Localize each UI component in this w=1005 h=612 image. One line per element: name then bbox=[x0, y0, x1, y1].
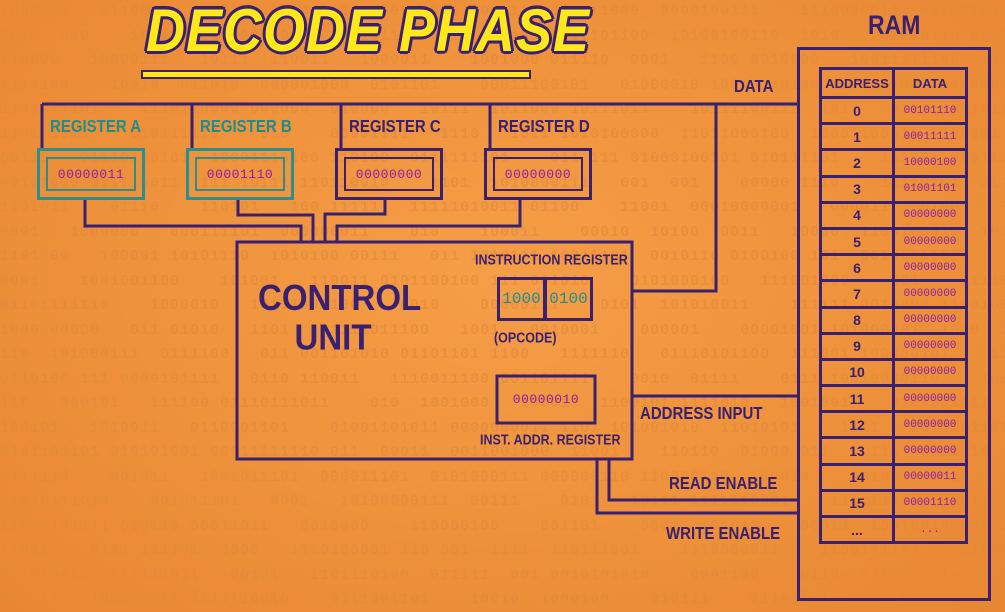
operand-cell: 0100 bbox=[544, 277, 593, 321]
instruction-register-label: INSTRUCTION REGISTER bbox=[475, 252, 628, 269]
ram-data-cell: 00000000 bbox=[892, 384, 968, 414]
data-signal-label: DATA bbox=[734, 77, 774, 97]
ram-data-cell: 00000000 bbox=[892, 200, 968, 230]
ram-address-cell: 8 bbox=[819, 305, 895, 335]
ram-address-cell: 9 bbox=[819, 331, 895, 361]
inst-addr-register-value: 00000010 bbox=[512, 392, 580, 407]
register-a-label: REGISTER A bbox=[50, 117, 142, 137]
register-b-label: REGISTER B bbox=[200, 117, 292, 137]
register-b-value: 00001110 bbox=[195, 157, 285, 191]
ram-address-cell: 14 bbox=[819, 462, 895, 492]
inst-addr-register-label: INST. ADDR. REGISTER bbox=[480, 432, 621, 449]
register-c-label: REGISTER C bbox=[349, 117, 441, 137]
ram-address-cell: 15 bbox=[819, 488, 895, 519]
ram-title: RAM bbox=[868, 10, 921, 40]
opcode-label: (OPCODE) bbox=[494, 330, 557, 347]
register-d-value: 00000000 bbox=[493, 157, 583, 191]
register-a-value: 00000011 bbox=[46, 157, 136, 191]
ram-frame bbox=[797, 47, 991, 601]
control-unit-box bbox=[235, 240, 634, 461]
control-unit-title-line2: UNIT bbox=[294, 316, 372, 358]
ram-address-cell: 0 bbox=[819, 95, 895, 126]
ram-address-cell: 10 bbox=[819, 357, 895, 388]
ram-address-cell: ... bbox=[819, 514, 895, 545]
ram-data-cell: 00000000 bbox=[892, 410, 968, 440]
reg-c-cu-wire bbox=[323, 200, 387, 242]
ram-data-cell: 00000011 bbox=[892, 462, 968, 492]
register-d: 00000000 bbox=[484, 148, 592, 200]
ram-data-cell: 00011111 bbox=[892, 122, 968, 152]
page-title: DECODE PHASE bbox=[146, 0, 591, 65]
ram-data-cell: 00000000 bbox=[892, 357, 968, 388]
ram-data-cell: 00000000 bbox=[892, 226, 968, 257]
ram-data-cell: 01001101 bbox=[892, 174, 968, 204]
ram-header-row: ADDRESS DATA bbox=[819, 67, 968, 99]
ram-address-cell: 13 bbox=[819, 436, 895, 466]
ram-data-cell: 00000000 bbox=[892, 331, 968, 361]
ram-address-cell: 1 bbox=[819, 122, 895, 152]
address-input-label: ADDRESS INPUT bbox=[640, 404, 763, 424]
ram-data-cell: 00000000 bbox=[892, 253, 968, 283]
ram-data-cell: 00000000 bbox=[892, 305, 968, 335]
ram-address-header: ADDRESS bbox=[819, 67, 895, 99]
register-a: 00000011 bbox=[37, 148, 145, 200]
read-enable-wire bbox=[607, 459, 797, 502]
reg-b-cu-wire bbox=[236, 200, 315, 242]
table-row: ...... bbox=[819, 514, 968, 545]
control-unit-title: CONTROL UNIT bbox=[258, 276, 422, 358]
ram-address-cell: 4 bbox=[819, 200, 895, 230]
read-enable-label: READ ENABLE bbox=[669, 474, 778, 494]
write-enable-wire bbox=[595, 459, 797, 515]
register-c: 00000000 bbox=[335, 148, 443, 200]
ram-data-cell: ... bbox=[892, 514, 968, 545]
title-underline bbox=[141, 70, 531, 79]
reg-a-cu-wire bbox=[83, 200, 303, 242]
ram-data-cell: 00000000 bbox=[892, 436, 968, 466]
write-enable-label: WRITE ENABLE bbox=[666, 524, 781, 544]
reg-d-cu-wire bbox=[335, 200, 522, 242]
data-to-cu-wire bbox=[632, 104, 718, 293]
ram-address-cell: 12 bbox=[819, 410, 895, 440]
register-b: 00001110 bbox=[186, 148, 294, 200]
ram-data-cell: 10000100 bbox=[892, 148, 968, 178]
ram-address-cell: 6 bbox=[819, 253, 895, 283]
ram-data-cell: 00000000 bbox=[892, 279, 968, 309]
opcode-cell: 1000 bbox=[497, 277, 546, 321]
ram-address-cell: 5 bbox=[819, 226, 895, 257]
ram-data-cell: 00001110 bbox=[892, 488, 968, 519]
ram-address-cell: 3 bbox=[819, 174, 895, 204]
control-unit-title-line1: CONTROL bbox=[258, 276, 422, 318]
ram-data-header: DATA bbox=[892, 67, 968, 99]
ram-address-cell: 2 bbox=[819, 148, 895, 178]
ram-address-cell: 7 bbox=[819, 279, 895, 309]
register-c-value: 00000000 bbox=[344, 157, 434, 191]
inst-addr-register-box bbox=[495, 374, 597, 425]
ram-data-cell: 00101110 bbox=[892, 95, 968, 126]
ram-address-cell: 11 bbox=[819, 384, 895, 414]
register-d-label: REGISTER D bbox=[498, 117, 590, 137]
